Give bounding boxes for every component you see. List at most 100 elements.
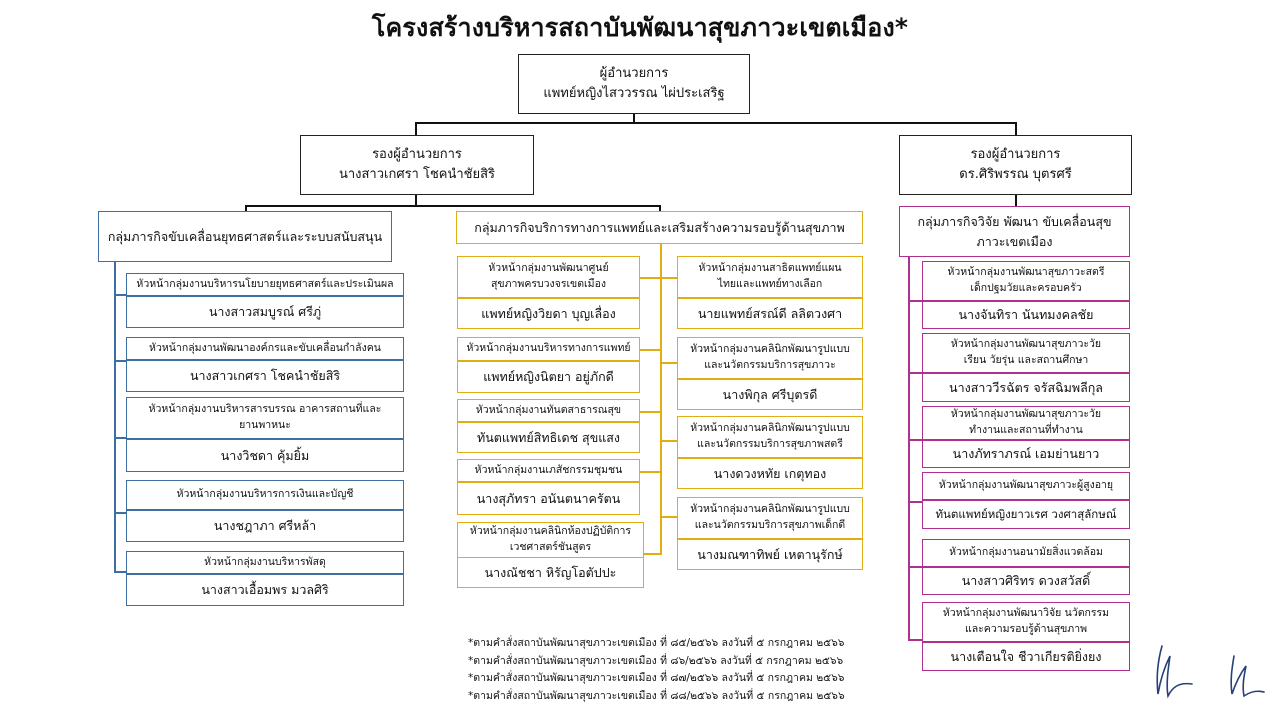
unit-head-box: หัวหน้ากลุ่มงานสาธิตแพทย์แผนไทยและแพทย์ท… [677, 256, 863, 298]
unit-name-box: นางพิกุล ศรีบุตรดี [677, 379, 863, 410]
unit-name-box: นางเตือนใจ ชีวาเกียรติยิ่งยง [922, 642, 1130, 671]
mission-name: กลุ่มภารกิจขับเคลื่อนยุทธศาสตร์และระบบสน… [107, 228, 383, 244]
signature-2-icon [1230, 655, 1265, 698]
unit-name-box: นางสาวศิริทร ดวงสวัสดิ์ [922, 567, 1130, 595]
director-box: ผู้อำนวยการ แพทย์หญิงไสววรรณ ไผ่ประเสริฐ [518, 54, 750, 114]
unit-head-name: นางชฎาภา ศรีหล้า [213, 518, 317, 534]
unit-head-box: หัวหน้ากลุ่มงานคลินิกห้องปฏิบัติการเวชศา… [457, 522, 644, 558]
page-title: โครงสร้างบริหารสถาบันพัฒนาสุขภาวะเขตเมือ… [371, 13, 909, 42]
unit-head-box: หัวหน้ากลุ่มงานพัฒนาวิจัย นวัตกรรมและควา… [922, 602, 1130, 642]
unit-name-box: นางณัชชา หิรัญโอตัปปะ [457, 557, 644, 588]
unit-head-title: หัวหน้ากลุ่มงานสาธิตแพทย์แผนไทยและแพทย์ท… [698, 262, 842, 290]
unit-name-box: นางสาวสมบูรณ์ ศรีภู่ [126, 296, 404, 328]
mission-research-header: กลุ่มภารกิจวิจัย พัฒนา ขับเคลื่อนสุขภาวะ… [899, 206, 1130, 257]
unit-head-name: นางสาวเกศรา โชคนำชัยสิริ [189, 368, 341, 384]
unit-name-box: นางสุภัทรา อนันตนาครัตน [457, 482, 640, 515]
unit-head-name: นายแพทย์สรณ์ดี ลลิตวงศา [697, 305, 843, 321]
unit-head-box: หัวหน้ากลุ่มงานบริหารพัสดุ [126, 551, 404, 574]
unit-head-name: นางณัชชา หิรัญโอตัปปะ [484, 564, 617, 580]
unit-head-title: หัวหน้ากลุ่มงานเภสัชกรรมชุมชน [474, 463, 623, 476]
unit-name-box: นางจันทิรา นันทมงคลชัย [922, 301, 1130, 329]
unit-head-name: นางสาวศิริทร ดวงสวัสดิ์ [961, 573, 1091, 589]
unit-name-box: ทันตแพทย์สิทธิเดช สุขแสง [457, 422, 640, 453]
unit-head-name: นางวิชดา คุ้มยิ้ม [220, 447, 310, 463]
deputy-box-right: รองผู้อำนวยการ ดร.ศิริพรรณ บุตรศรี [899, 135, 1132, 195]
unit-head-name: นางสาวสมบูรณ์ ศรีภู่ [208, 304, 322, 320]
unit-head-box: หัวหน้ากลุ่มงานพัฒนาสุขภาวะวัยเรียน วัยร… [922, 333, 1130, 373]
unit-head-title: หัวหน้ากลุ่มงานคลินิกพัฒนารูปแบบและนวัตก… [690, 422, 850, 450]
unit-name-box: แพทย์หญิงนิตยา อยู่ภักดี [457, 361, 640, 393]
unit-head-title: หัวหน้ากลุ่มงานคลินิกพัฒนารูปแบบและนวัตก… [690, 343, 850, 371]
deputy-name: นางสาวเกศรา โชคนำชัยสิริ [338, 167, 496, 182]
unit-head-name: นางดวงหทัย เกตุทอง [713, 465, 827, 481]
unit-head-title: หัวหน้ากลุ่มงานอนามัยสิ่งแวดล้อม [949, 546, 1103, 559]
unit-head-name: นางภัทราภรณ์ เอมย่านยาว [952, 446, 1100, 462]
unit-head-box: หัวหน้ากลุ่มงานพัฒนาศูนย์สุขภาพครบวงจรเข… [457, 256, 640, 298]
director-role: ผู้อำนวยการ [599, 65, 669, 81]
unit-head-title: หัวหน้ากลุ่มงานพัฒนาศูนย์สุขภาพครบวงจรเข… [488, 262, 609, 290]
unit-head-title: หัวหน้ากลุ่มงานคลินิกห้องปฏิบัติการเวชศา… [469, 525, 632, 553]
unit-head-box: หัวหน้ากลุ่มงานทันตสาธารณสุข [457, 399, 640, 422]
unit-name-box: นางสาวเกศรา โชคนำชัยสิริ [126, 360, 404, 392]
unit-head-name: นางเตือนใจ ชีวาเกียรติยิ่งยง [950, 648, 1102, 664]
unit-name-box: นายแพทย์สรณ์ดี ลลิตวงศา [677, 298, 863, 329]
unit-head-title: หัวหน้ากลุ่มงานคลินิกพัฒนารูปแบบและนวัตก… [690, 503, 850, 531]
footnote: *ตามคำสั่งสถาบันพัฒนาสุขภาวะเขตเมือง ที่… [468, 637, 845, 649]
unit-head-box: หัวหน้ากลุ่มงานบริหารสารบรรณ อาคารสถานที… [126, 397, 404, 439]
unit-head-name: นางสาวเอื้อมพร มวลศิริ [201, 582, 329, 598]
unit-head-box: หัวหน้ากลุ่มงานคลินิกพัฒนารูปแบบและนวัตก… [677, 337, 863, 379]
unit-head-box: หัวหน้ากลุ่มงานพัฒนาองค์กรและขับเคลื่อนก… [126, 337, 404, 360]
unit-name-box: นางภัทราภรณ์ เอมย่านยาว [922, 440, 1130, 468]
footnotes: *ตามคำสั่งสถาบันพัฒนาสุขภาวะเขตเมือง ที่… [468, 635, 845, 705]
unit-head-box: หัวหน้ากลุ่มงานอนามัยสิ่งแวดล้อม [922, 539, 1130, 567]
mission-name: กลุ่มภารกิจบริการทางการแพทย์และเสริมสร้า… [474, 219, 845, 235]
mission-strategy-header: กลุ่มภารกิจขับเคลื่อนยุทธศาสตร์และระบบสน… [98, 211, 392, 262]
unit-head-title: หัวหน้ากลุ่มงานบริหารการเงินและบัญชี [176, 488, 354, 501]
unit-head-name: นางสุภัทรา อนันตนาครัตน [476, 490, 621, 506]
mission-medical-header: กลุ่มภารกิจบริการทางการแพทย์และเสริมสร้า… [456, 211, 863, 244]
unit-head-title: หัวหน้ากลุ่มงานบริหารทางการแพทย์ [466, 342, 631, 355]
unit-head-title: หัวหน้ากลุ่มงานพัฒนาวิจัย นวัตกรรมและควา… [942, 607, 1110, 635]
unit-head-box: หัวหน้ากลุ่มงานบริหารนโยบายยุทธศาสตร์และ… [126, 273, 404, 296]
unit-name-box: นางวิชดา คุ้มยิ้ม [126, 439, 404, 472]
unit-name-box: นางสาวเอื้อมพร มวลศิริ [126, 574, 404, 606]
unit-head-title: หัวหน้ากลุ่มงานพัฒนาสุขภาวะผู้สูงอายุ [938, 479, 1114, 492]
director-name: แพทย์หญิงไสววรรณ ไผ่ประเสริฐ [543, 86, 725, 101]
unit-head-box: หัวหน้ากลุ่มงานพัฒนาสุขภาวะวัยทำงานและสถ… [922, 406, 1130, 440]
deputy-box-left: รองผู้อำนวยการ นางสาวเกศรา โชคนำชัยสิริ [300, 135, 534, 195]
footnote: *ตามคำสั่งสถาบันพัฒนาสุขภาวะเขตเมือง ที่… [468, 654, 844, 667]
unit-head-title: หัวหน้ากลุ่มงานพัฒนาองค์กรและขับเคลื่อนก… [149, 341, 381, 354]
unit-head-box: หัวหน้ากลุ่มงานเภสัชกรรมชุมชน [457, 459, 640, 482]
unit-head-name: นางพิกุล ศรีบุตรดี [722, 386, 818, 402]
unit-head-name: ทันตแพทย์หญิงยาวเรศ วงศาสุลักษณ์ [935, 506, 1117, 521]
unit-head-name: แพทย์หญิงวิยดา บุญเลื่อง [481, 305, 616, 321]
unit-head-box: หัวหน้ากลุ่มงานพัฒนาสุขภาวะสตรี เด็กปฐมว… [922, 261, 1130, 301]
unit-name-box: นางมณฑาทิพย์ เหตานุรักษ์ [677, 539, 863, 570]
signature-1-icon [1156, 645, 1193, 699]
unit-head-title: หัวหน้ากลุ่มงานพัฒนาสุขภาวะวัยทำงานและสถ… [950, 408, 1102, 436]
unit-head-box: หัวหน้ากลุ่มงานคลินิกพัฒนารูปแบบและนวัตก… [677, 416, 863, 458]
unit-head-name: นางมณฑาทิพย์ เหตานุรักษ์ [697, 546, 843, 562]
footnote: *ตามคำสั่งสถาบันพัฒนาสุขภาวะเขตเมือง ที่… [468, 689, 845, 702]
deputy-role: รองผู้อำนวยการ [372, 146, 462, 162]
unit-name-box: นางสาววีรฉัตร จรัสฉิมพลีกุล [922, 373, 1130, 402]
unit-head-box: หัวหน้ากลุ่มงานบริหารการเงินและบัญชี [126, 480, 404, 510]
unit-head-name: นางสาววีรฉัตร จรัสฉิมพลีกุล [949, 379, 1103, 395]
unit-head-title: หัวหน้ากลุ่มงานบริหารพัสดุ [204, 555, 326, 568]
unit-head-title: หัวหน้ากลุ่มงานทันตสาธารณสุข [475, 403, 622, 416]
unit-head-box: หัวหน้ากลุ่มงานคลินิกพัฒนารูปแบบและนวัตก… [677, 497, 863, 539]
unit-head-title: หัวหน้ากลุ่มงานบริหารสารบรรณ อาคารสถานที… [148, 403, 382, 431]
unit-name-box: แพทย์หญิงวิยดา บุญเลื่อง [457, 298, 640, 329]
unit-head-name: แพทย์หญิงนิตยา อยู่ภักดี [483, 369, 614, 385]
deputy-name: ดร.ศิริพรรณ บุตรศรี [959, 167, 1072, 182]
mission-name: กลุ่มภารกิจวิจัย พัฒนา ขับเคลื่อนสุขภาวะ… [917, 214, 1112, 249]
unit-head-title: หัวหน้ากลุ่มงานบริหารนโยบายยุทธศาสตร์และ… [136, 277, 394, 290]
unit-head-title: หัวหน้ากลุ่มงานพัฒนาสุขภาวะวัยเรียน วัยร… [950, 338, 1102, 366]
unit-head-box: หัวหน้ากลุ่มงานพัฒนาสุขภาวะผู้สูงอายุ [922, 472, 1130, 500]
unit-head-title: หัวหน้ากลุ่มงานพัฒนาสุขภาวะสตรี เด็กปฐมว… [947, 266, 1105, 294]
unit-head-name: ทันตแพทย์สิทธิเดช สุขแสง [476, 429, 621, 445]
footnote: *ตามคำสั่งสถาบันพัฒนาสุขภาวะเขตเมือง ที่… [468, 672, 845, 684]
unit-name-box: ทันตแพทย์หญิงยาวเรศ วงศาสุลักษณ์ [922, 500, 1130, 529]
unit-name-box: นางดวงหทัย เกตุทอง [677, 458, 863, 489]
unit-head-box: หัวหน้ากลุ่มงานบริหารทางการแพทย์ [457, 337, 640, 361]
